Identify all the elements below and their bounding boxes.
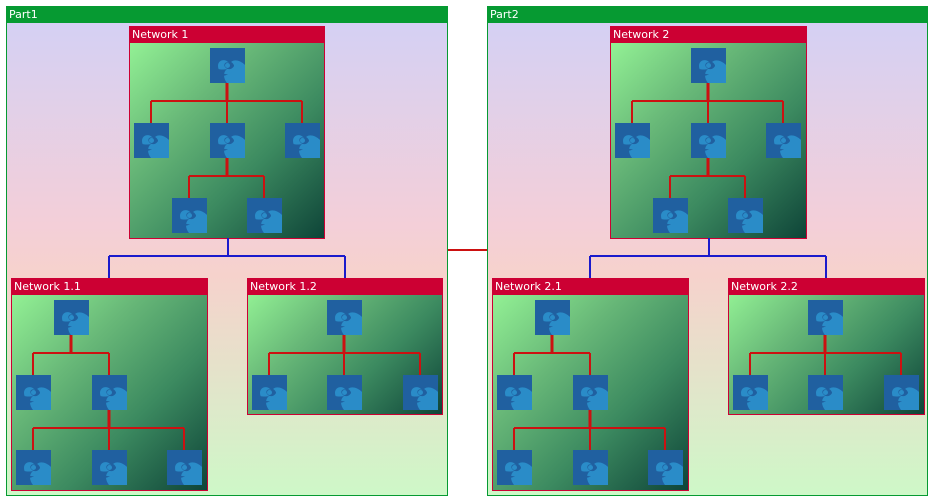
network-2-title: Network 2 [610, 26, 807, 43]
swirl-node-icon [573, 450, 608, 485]
swirl-node-icon [327, 300, 362, 335]
network-2-1-node-2[interactable] [573, 375, 608, 410]
network-1-node-root[interactable] [210, 48, 245, 83]
network-2-2-node-1[interactable] [733, 375, 768, 410]
swirl-node-icon [653, 198, 688, 233]
network-2-node-4[interactable] [653, 198, 688, 233]
network-2-1-title: Network 2.1 [492, 278, 689, 295]
network-1-node-5[interactable] [247, 198, 282, 233]
swirl-node-icon [691, 48, 726, 83]
swirl-node-icon [733, 375, 768, 410]
swirl-node-icon [535, 300, 570, 335]
network-2-2-node-2[interactable] [808, 375, 843, 410]
part1-title: Part1 [6, 6, 448, 23]
swirl-node-icon [172, 198, 207, 233]
network-1-title: Network 1 [129, 26, 325, 43]
network-1-1-node-1[interactable] [16, 375, 51, 410]
swirl-node-icon [728, 198, 763, 233]
swirl-node-icon [497, 450, 532, 485]
network-2-node-3[interactable] [766, 123, 801, 158]
swirl-node-icon [691, 123, 726, 158]
swirl-node-icon [134, 123, 169, 158]
swirl-node-icon [16, 450, 51, 485]
swirl-node-icon [92, 450, 127, 485]
network-2-node-5[interactable] [728, 198, 763, 233]
network-2-2-title: Network 2.2 [728, 278, 925, 295]
swirl-node-icon [210, 123, 245, 158]
network-1-2-node-1[interactable] [252, 375, 287, 410]
network-1-2-node-3[interactable] [403, 375, 438, 410]
network-1-node-3[interactable] [285, 123, 320, 158]
network-1-2-node-2[interactable] [327, 375, 362, 410]
network-1-node-4[interactable] [172, 198, 207, 233]
swirl-node-icon [210, 48, 245, 83]
network-1-1-title: Network 1.1 [11, 278, 208, 295]
network-2-1-node-3[interactable] [497, 450, 532, 485]
swirl-node-icon [247, 198, 282, 233]
swirl-node-icon [327, 375, 362, 410]
network-1-1-node-2[interactable] [92, 375, 127, 410]
part2-title: Part2 [487, 6, 928, 23]
swirl-node-icon [285, 123, 320, 158]
swirl-node-icon [808, 300, 843, 335]
network-2-1-node-root[interactable] [535, 300, 570, 335]
network-1-node-1[interactable] [134, 123, 169, 158]
swirl-node-icon [54, 300, 89, 335]
swirl-node-icon [808, 375, 843, 410]
network-1-1-node-4[interactable] [92, 450, 127, 485]
swirl-node-icon [92, 375, 127, 410]
network-1-2-title: Network 1.2 [247, 278, 443, 295]
network-1-2-node-root[interactable] [327, 300, 362, 335]
swirl-node-icon [252, 375, 287, 410]
swirl-node-icon [573, 375, 608, 410]
network-2-2-node-root[interactable] [808, 300, 843, 335]
swirl-node-icon [403, 375, 438, 410]
network-1-1-node-root[interactable] [54, 300, 89, 335]
network-2-1-node-5[interactable] [648, 450, 683, 485]
network-2-2-node-3[interactable] [884, 375, 919, 410]
swirl-node-icon [497, 375, 532, 410]
swirl-node-icon [648, 450, 683, 485]
network-2-node-2[interactable] [691, 123, 726, 158]
swirl-node-icon [884, 375, 919, 410]
network-1-1-node-5[interactable] [167, 450, 202, 485]
swirl-node-icon [766, 123, 801, 158]
network-2-node-root[interactable] [691, 48, 726, 83]
swirl-node-icon [167, 450, 202, 485]
network-2-1-node-1[interactable] [497, 375, 532, 410]
network-2-node-1[interactable] [615, 123, 650, 158]
network-1-node-2[interactable] [210, 123, 245, 158]
swirl-node-icon [16, 375, 51, 410]
network-2-1-node-4[interactable] [573, 450, 608, 485]
swirl-node-icon [615, 123, 650, 158]
network-1-1-node-3[interactable] [16, 450, 51, 485]
